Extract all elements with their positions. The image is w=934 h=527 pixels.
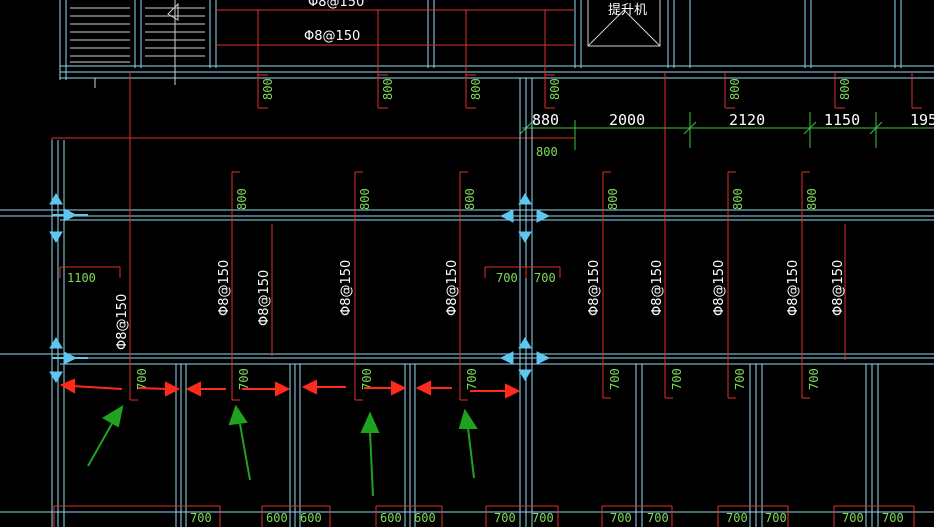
dim-800-top-4: 800 <box>548 78 562 100</box>
dim-1100: 1100 <box>67 271 96 285</box>
elevator-box <box>587 0 661 47</box>
dim-880: 880 <box>532 111 559 129</box>
dim-800-mid-5: 800 <box>731 188 745 210</box>
rebar-label-8: Φ8@150 <box>712 260 727 316</box>
dim-800-mid-4: 800 <box>606 188 620 210</box>
dim-bottom-600-3: 600 <box>380 511 402 525</box>
dim-195: 195 <box>910 111 934 129</box>
rebar-label-3: Φ8@150 <box>257 270 272 326</box>
dim-1150: 1150 <box>824 111 860 129</box>
horizontal-walls <box>0 209 934 513</box>
dim-700-mid-left: 700 <box>496 271 518 285</box>
dim-bottom-600-4: 600 <box>414 511 436 525</box>
column-marker-icon <box>49 193 551 383</box>
dim-800-top-3: 800 <box>469 78 483 100</box>
dim-bottom-700-1: 700 <box>190 511 212 525</box>
dim-700-v-7: 700 <box>733 368 747 390</box>
dim-700-v-4: 700 <box>465 368 479 390</box>
dim-700-v-2: 700 <box>237 368 251 390</box>
rebar-label-2: Φ8@150 <box>217 260 232 316</box>
dim-700-v-1: 700 <box>135 368 149 390</box>
rebar-label-top: Φ8@150 <box>304 29 360 44</box>
dim-800-mid-3: 800 <box>463 188 477 210</box>
dim-800-under: 800 <box>536 145 558 159</box>
dim-800-mid-2: 800 <box>358 188 372 210</box>
rebar-lines <box>59 72 846 401</box>
dim-800-mid-6: 800 <box>805 188 819 210</box>
rebar-label-4: Φ8@150 <box>339 260 354 316</box>
rebar-label-7: Φ8@150 <box>650 260 665 316</box>
dim-bottom-600-2: 600 <box>300 511 322 525</box>
dim-700-mid-right: 700 <box>534 271 556 285</box>
rebar-label-6: Φ8@150 <box>587 260 602 316</box>
dim-800-top-5: 800 <box>728 78 742 100</box>
dim-bottom-700-5: 700 <box>647 511 669 525</box>
green-arrow-icon <box>87 404 478 497</box>
dim-bottom-700-7: 700 <box>765 511 787 525</box>
dim-700-v-3: 700 <box>360 368 374 390</box>
stair-treads <box>70 0 205 88</box>
rebar-label-5: Φ8@150 <box>445 260 460 316</box>
dim-700-v-8: 700 <box>807 368 821 390</box>
dim-700-v-6: 700 <box>670 368 684 390</box>
bottom-dimension-boxes <box>53 505 915 527</box>
rebar-label-9: Φ8@150 <box>786 260 801 316</box>
dim-700-v-5: 700 <box>608 368 622 390</box>
top-rebar-lines <box>216 9 922 109</box>
elevator-label: 提升机 <box>608 2 647 18</box>
dim-bottom-700-2: 700 <box>494 511 516 525</box>
dim-800-mid-1: 800 <box>235 188 249 210</box>
dim-800-top-2: 800 <box>381 78 395 100</box>
dim-bottom-700-9: 700 <box>882 511 904 525</box>
dim-bottom-700-8: 700 <box>842 511 864 525</box>
rebar-label-1: Φ8@150 <box>115 294 130 350</box>
rebar-label-top-partial: Φ8@150 <box>308 0 364 10</box>
dim-2120: 2120 <box>729 111 765 129</box>
dim-bottom-700-6: 700 <box>726 511 748 525</box>
red-arrow-icon <box>59 378 521 399</box>
dim-bottom-700-3: 700 <box>532 511 554 525</box>
dim-800-top-6: 800 <box>838 78 852 100</box>
dim-2000: 2000 <box>609 111 645 129</box>
top-section <box>59 0 934 80</box>
vertical-walls <box>51 78 879 527</box>
dim-bottom-700-4: 700 <box>610 511 632 525</box>
dim-800-top-1: 800 <box>261 78 275 100</box>
dimension-chain <box>519 112 934 150</box>
rebar-label-10: Φ8@150 <box>831 260 846 316</box>
dim-bottom-600-1: 600 <box>266 511 288 525</box>
